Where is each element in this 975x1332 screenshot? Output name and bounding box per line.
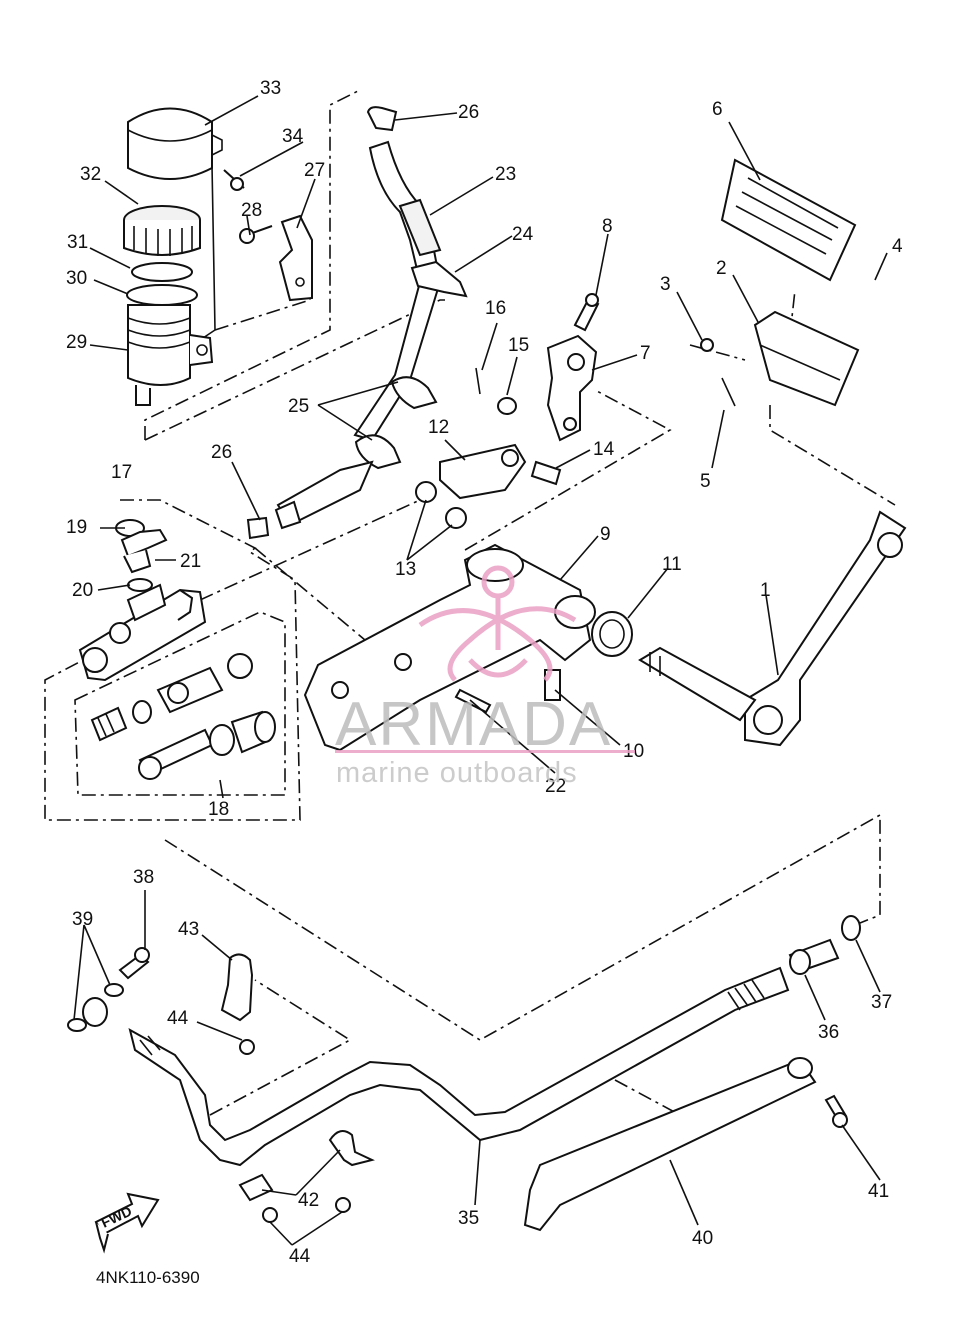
callout-7: 7	[640, 343, 651, 364]
callout-42: 42	[298, 1190, 319, 1211]
callout-23: 23	[495, 164, 516, 185]
callout-17: 17	[111, 462, 132, 483]
callout-30: 30	[66, 268, 87, 289]
callout-24: 24	[512, 224, 534, 245]
callout-43: 43	[178, 919, 199, 940]
callout-2: 2	[716, 258, 727, 279]
callout-8: 8	[602, 216, 613, 237]
callout-31: 31	[67, 232, 88, 253]
callout-22: 22	[545, 776, 566, 797]
brake-line	[67, 915, 861, 1232]
callout-11: 11	[662, 554, 682, 575]
callout-29: 29	[66, 332, 87, 353]
callout-28: 28	[241, 200, 262, 221]
callout-14: 14	[593, 439, 615, 460]
callout-4: 4	[892, 236, 903, 257]
callout-38: 38	[133, 867, 154, 888]
pedal-assembly	[303, 158, 907, 752]
callout-34: 34	[282, 126, 304, 147]
callout-40: 40	[692, 1228, 713, 1249]
leader-lines	[73, 95, 888, 1246]
reservoir-assembly	[123, 107, 313, 406]
callout-15: 15	[508, 335, 529, 356]
hose-assembly	[246, 106, 468, 540]
callout-33: 33	[260, 78, 281, 99]
diagram-code: 4NK110-6390	[96, 1268, 200, 1287]
callout-44-bottom: 44	[289, 1246, 311, 1267]
armada-logo-icon	[418, 565, 577, 682]
master-cylinder	[74, 519, 286, 796]
callout-27: 27	[304, 160, 325, 181]
callout-41: 41	[868, 1181, 889, 1202]
callout-25: 25	[288, 396, 309, 417]
callout-26-top: 26	[458, 102, 479, 123]
callout-21: 21	[180, 551, 201, 572]
callout-5: 5	[700, 471, 711, 492]
callout-9: 9	[600, 524, 611, 545]
callout-6: 6	[712, 99, 723, 120]
callout-35: 35	[458, 1208, 479, 1229]
callout-36: 36	[818, 1022, 839, 1043]
watermark-brand: ARMADA	[335, 690, 612, 759]
callout-16: 16	[485, 298, 506, 319]
callout-19: 19	[66, 517, 87, 538]
assembly-lines	[44, 89, 896, 1116]
callout-37: 37	[871, 992, 892, 1013]
callout-44-top: 44	[167, 1008, 189, 1029]
callout-3: 3	[660, 274, 671, 295]
callout-labels: 33 34 32 27 28 31 30 29 26 23 24 25 26 1…	[66, 78, 903, 1267]
callout-39: 39	[72, 909, 93, 930]
callout-20: 20	[72, 580, 93, 601]
fwd-arrow-icon: FWD	[94, 1192, 160, 1254]
callout-13: 13	[395, 559, 416, 580]
callout-26-bottom: 26	[211, 442, 232, 463]
callout-12: 12	[428, 417, 449, 438]
callout-18: 18	[208, 799, 229, 820]
watermark-tagline: marine outboards	[336, 757, 578, 789]
watermark: ARMADA marine outboards	[335, 565, 635, 789]
callout-32: 32	[80, 164, 101, 185]
callout-1: 1	[760, 580, 771, 601]
